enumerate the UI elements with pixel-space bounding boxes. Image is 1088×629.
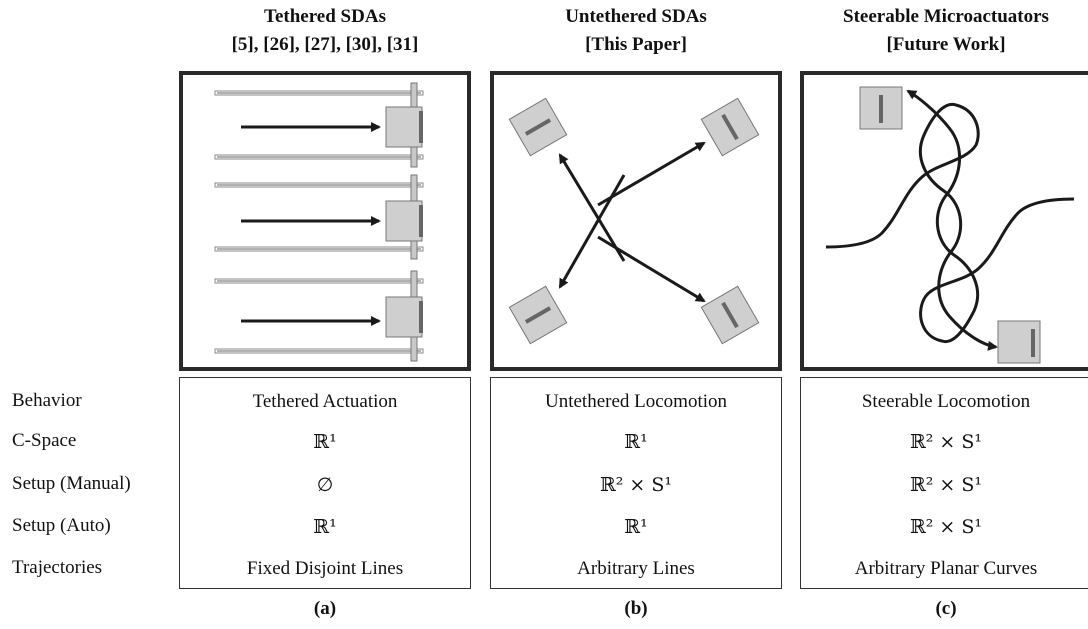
properties-table-a: Tethered Actuation ℝ¹ ∅ ℝ¹ Fixed Disjoin…: [179, 377, 471, 589]
trajectory-arrow-up-right: [597, 141, 706, 207]
column-title-a: Tethered SDAs: [264, 6, 386, 27]
untethered-sdas-illustration: [508, 97, 760, 345]
trajectories-value-c: Arbitrary Planar Curves: [854, 558, 1038, 579]
row-label-setup-auto: Setup (Auto): [12, 515, 111, 536]
trajectories-value-a: Fixed Disjoint Lines: [246, 558, 404, 579]
tethered-unit-1: [214, 82, 424, 168]
behavior-value-c: Steerable Locomotion: [861, 391, 1031, 412]
column-subtitle-a: [5], [26], [27], [30], [31]: [231, 34, 419, 55]
device-bottom-right: [700, 285, 760, 345]
column-header-b: Untethered SDAs [This Paper]: [490, 3, 782, 59]
device-top-right: [700, 97, 760, 157]
planar-curve-lower-path: [825, 102, 998, 351]
column-header-c: Steerable Microactuators [Future Work]: [800, 3, 1088, 59]
device-bottom-left: [508, 285, 568, 345]
device-top-left: [508, 97, 568, 157]
planar-curve-upper-path: [906, 89, 1075, 344]
row-label-trajectories: Trajectories: [12, 557, 103, 578]
tethered-sdas-illustration: [214, 82, 424, 362]
behavior-value-b: Untethered Locomotion: [544, 391, 728, 412]
steerable-microactuators-illustration: [825, 86, 1075, 364]
setup-manual-value-b: ℝ² × S¹: [599, 474, 673, 496]
c-space-value-a: ℝ¹: [313, 431, 337, 453]
trajectories-value-b: Arbitrary Lines: [577, 558, 695, 579]
trajectory-arrow-down-right: [597, 235, 706, 303]
device-bottom: [997, 320, 1041, 364]
column-subtitle-b: [This Paper]: [585, 34, 687, 55]
row-label-c-space: C-Space: [12, 430, 77, 451]
column-title-c: Steerable Microactuators: [843, 6, 1049, 27]
setup-auto-value-c: ℝ² × S¹: [909, 516, 983, 538]
column-title-b: Untethered SDAs: [565, 6, 707, 27]
c-space-value-b: ℝ¹: [624, 431, 648, 453]
subfigure-caption-b: (b): [624, 598, 648, 619]
panel-untethered-sdas: [490, 71, 782, 371]
subfigure-caption-a: (a): [313, 598, 337, 619]
column-subtitle-c: [Future Work]: [886, 34, 1006, 55]
row-label-setup-manual: Setup (Manual): [12, 473, 131, 494]
panel-tethered-sdas: [179, 71, 471, 371]
setup-manual-value-c: ℝ² × S¹: [909, 474, 983, 496]
trajectory-arrow-up-left: [558, 153, 626, 262]
panel-steerable-microactuators: [800, 71, 1088, 371]
properties-table-b: Untethered Locomotion ℝ¹ ℝ² × S¹ ℝ¹ Arbi…: [490, 377, 782, 589]
behavior-value-a: Tethered Actuation: [252, 391, 398, 412]
trajectory-arrow-down-left: [558, 174, 626, 289]
tethered-unit-2: [214, 174, 424, 260]
column-header-a: Tethered SDAs [5], [26], [27], [30], [31…: [179, 3, 471, 59]
setup-auto-value-a: ℝ¹: [313, 516, 337, 538]
setup-auto-value-b: ℝ¹: [624, 516, 648, 538]
row-label-behavior: Behavior: [12, 390, 82, 411]
subfigure-caption-c: (c): [935, 598, 957, 619]
c-space-value-c: ℝ² × S¹: [909, 431, 983, 453]
properties-table-c: Steerable Locomotion ℝ² × S¹ ℝ² × S¹ ℝ² …: [800, 377, 1088, 589]
tethered-unit-3: [214, 270, 424, 362]
device-top: [859, 86, 903, 130]
setup-manual-value-a: ∅: [316, 474, 334, 496]
